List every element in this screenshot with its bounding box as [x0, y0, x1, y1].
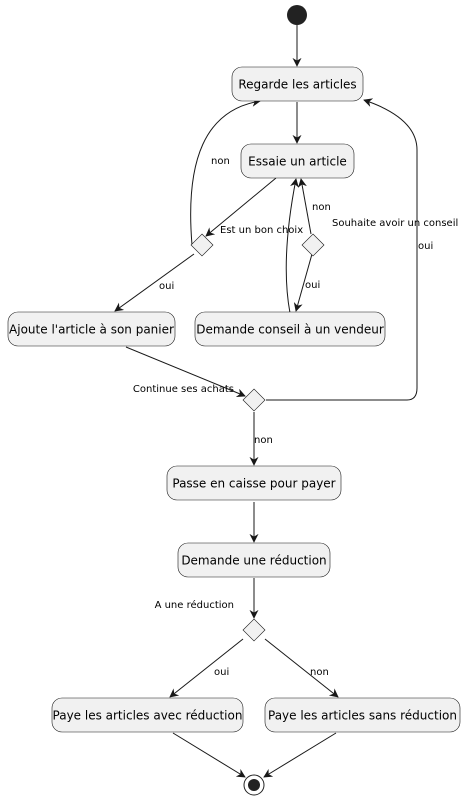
end-node: [243, 774, 265, 796]
edge-decision4-avec: [169, 638, 244, 698]
start-node: [287, 5, 307, 25]
activity-label: Paye les articles sans réduction: [268, 709, 457, 723]
condition-continue-achats: Continue ses achats: [133, 384, 234, 395]
edge-decision3-regarde: [266, 98, 418, 401]
activity-paye-sans-reduction: Paye les articles sans réduction: [264, 697, 461, 733]
activity-label: Passe en caisse pour payer: [172, 477, 335, 491]
activity-label: Essaie un article: [248, 155, 347, 169]
decision-conseil: [301, 233, 325, 257]
activity-label: Demande conseil à un vendeur: [196, 323, 384, 337]
edge-label-non: non: [254, 435, 273, 446]
activity-demande-conseil-vendeur: Demande conseil à un vendeur: [194, 311, 386, 347]
activity-label: Demande une réduction: [181, 554, 326, 568]
activity-demande-une-reduction: Demande une réduction: [177, 542, 331, 578]
activity-label: Regarde les articles: [238, 78, 356, 92]
activity-paye-avec-reduction: Paye les articles avec réduction: [51, 697, 244, 733]
activity-essaie-un-article: Essaie un article: [240, 143, 355, 179]
edge-label-non: non: [312, 202, 331, 213]
activity-label: Ajoute l'article à son panier: [9, 323, 174, 337]
edge-essaie-decision1: [205, 177, 277, 237]
edge-label-oui: oui: [214, 667, 229, 678]
edge-sans-end: [263, 732, 337, 778]
edge-decision2-essaie: [298, 178, 312, 235]
edge-ajoute-decision3: [125, 346, 246, 398]
edge-decision4-sans: [264, 638, 339, 698]
decision-bon-choix: [190, 233, 214, 257]
edge-label-oui: oui: [305, 280, 320, 291]
activity-ajoute-article-panier: Ajoute l'article à son panier: [7, 311, 176, 347]
edge-label-oui: oui: [159, 281, 174, 292]
edge-label-non: non: [211, 156, 230, 167]
edge-decision2-demande: [293, 253, 313, 312]
condition-bon-choix: Est un bon choix: [220, 225, 303, 236]
decision-continue-achats: [242, 388, 266, 412]
activity-label: Paye les articles avec réduction: [53, 709, 243, 723]
activity-regarde-les-articles: Regarde les articles: [231, 66, 364, 102]
edge-decision1-regarde: [190, 97, 261, 246]
condition-conseil: Souhaite avoir un conseil: [332, 218, 458, 229]
activity-passe-en-caisse: Passe en caisse pour payer: [166, 465, 342, 501]
edge-avec-end: [172, 732, 246, 778]
edges: [114, 25, 418, 778]
edge-label-oui: oui: [418, 241, 433, 252]
edge-demande-essaie: [285, 178, 299, 314]
edge-decision1-ajoute: [114, 253, 195, 312]
decision-reduction: [242, 618, 266, 642]
condition-reduction: A une réduction: [155, 599, 234, 611]
edge-label-non: non: [310, 667, 329, 678]
